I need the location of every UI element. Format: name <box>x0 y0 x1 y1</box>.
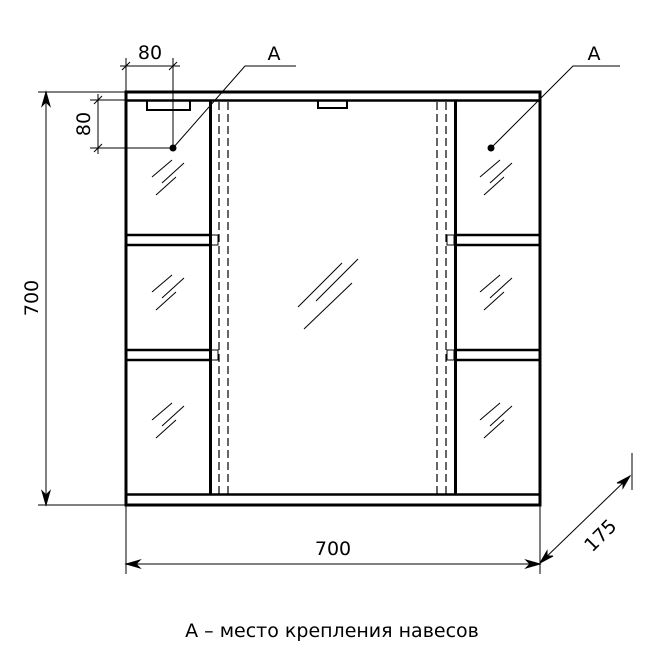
leader-line-right <box>490 65 620 149</box>
dimension-lines <box>38 58 633 574</box>
leader-line-left <box>172 65 296 149</box>
mirror-door-edges <box>218 102 447 494</box>
dim-mount-y: 80 <box>73 112 95 136</box>
dim-width: 700 <box>315 538 351 560</box>
cabinet-outline <box>124 90 542 507</box>
dim-mount-x: 80 <box>138 42 162 64</box>
lights <box>146 101 348 111</box>
mount-point-left <box>169 144 177 152</box>
callout-right: A <box>588 43 601 65</box>
mount-point-right <box>487 144 495 152</box>
shelf-supports <box>210 234 455 361</box>
shelves <box>126 233 540 362</box>
dim-depth: 175 <box>580 515 621 556</box>
glass-hatch-icons <box>151 159 513 439</box>
dim-height: 700 <box>21 280 43 316</box>
caption: А – место крепления навесов <box>185 620 479 642</box>
callout-left: A <box>268 43 281 65</box>
